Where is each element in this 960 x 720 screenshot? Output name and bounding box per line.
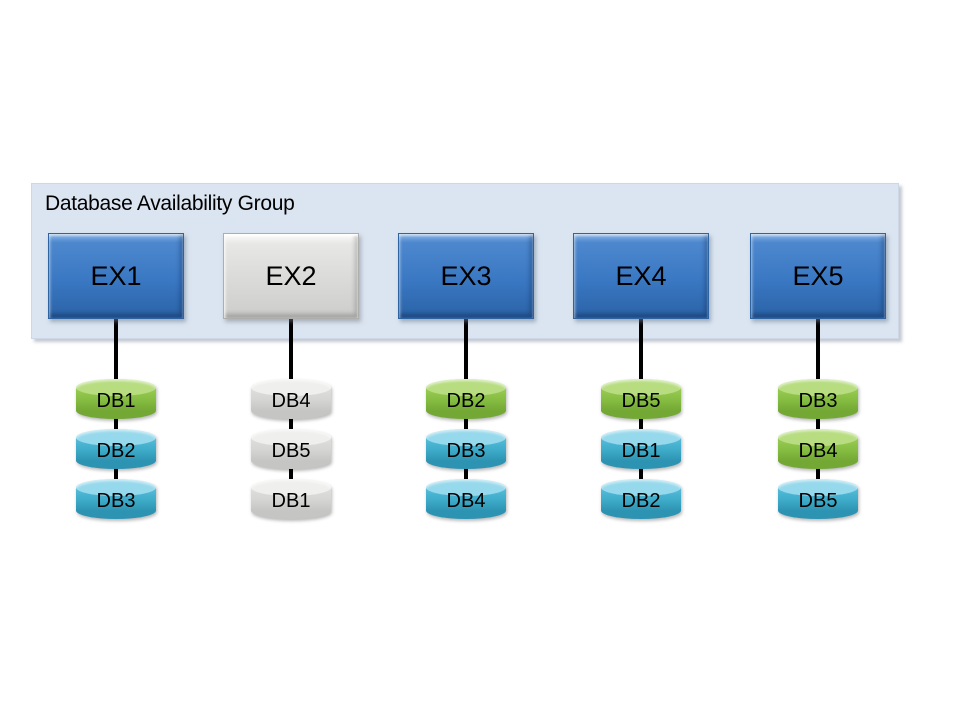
cylinder-top — [601, 379, 681, 396]
cylinder-top — [778, 429, 858, 446]
cylinder-top — [778, 479, 858, 496]
cylinder-top — [426, 379, 506, 396]
cylinder-top — [76, 429, 156, 446]
db-cylinder: DB2 — [601, 479, 681, 519]
db-label: DB5 — [621, 390, 661, 412]
db-label: DB4 — [446, 490, 486, 512]
db-cylinder: DB3 — [778, 379, 858, 419]
server-label: EX4 — [615, 260, 667, 291]
db-cylinder: DB4 — [778, 429, 858, 469]
db-cylinder: DB2 — [76, 429, 156, 469]
cylinder-top — [426, 429, 506, 446]
db-label: DB2 — [621, 490, 661, 512]
db-cylinder: DB5 — [778, 479, 858, 519]
cylinder-top — [251, 479, 331, 496]
db-cylinder: DB2 — [426, 379, 506, 419]
db-cylinder: DB4 — [426, 479, 506, 519]
db-label: DB5 — [271, 440, 311, 462]
db-label: DB2 — [96, 440, 136, 462]
db-label: DB2 — [446, 390, 486, 412]
server-label: EX2 — [265, 260, 317, 291]
server-label: EX1 — [90, 260, 142, 291]
db-cylinder: DB1 — [601, 429, 681, 469]
db-cylinder: DB1 — [76, 379, 156, 419]
db-label: DB4 — [271, 390, 311, 412]
cylinder-top — [778, 379, 858, 396]
server-column-ex1: EX1 DB1 DB2 DB3 — [48, 233, 184, 523]
server-column-ex3: EX3 DB2 DB3 DB4 — [398, 233, 534, 523]
server-node-ex2: EX2 — [223, 233, 359, 319]
server-node-ex3: EX3 — [398, 233, 534, 319]
db-label: DB3 — [798, 390, 838, 412]
server-node-ex4: EX4 — [573, 233, 709, 319]
db-cylinder: DB4 — [251, 379, 331, 419]
db-cylinder: DB5 — [601, 379, 681, 419]
cylinder-top — [251, 429, 331, 446]
dag-title: Database Availability Group — [45, 192, 295, 215]
db-cylinder: DB3 — [426, 429, 506, 469]
cylinder-top — [76, 479, 156, 496]
server-label: EX5 — [792, 260, 844, 291]
server-node-ex1: EX1 — [48, 233, 184, 319]
server-column-ex4: EX4 DB5 DB1 DB2 — [573, 233, 709, 523]
server-node-ex5: EX5 — [750, 233, 886, 319]
db-label: DB4 — [798, 440, 838, 462]
db-label: DB3 — [96, 490, 136, 512]
cylinder-top — [76, 379, 156, 396]
db-cylinder: DB3 — [76, 479, 156, 519]
cylinder-top — [601, 429, 681, 446]
server-column-ex2: EX2 DB4 DB5 DB1 — [223, 233, 359, 523]
db-label: DB5 — [798, 490, 838, 512]
db-cylinder: DB5 — [251, 429, 331, 469]
db-label: DB1 — [621, 440, 661, 462]
cylinder-top — [426, 479, 506, 496]
cylinder-top — [601, 479, 681, 496]
db-label: DB1 — [271, 490, 311, 512]
server-label: EX3 — [440, 260, 492, 291]
cylinder-top — [251, 379, 331, 396]
db-label: DB3 — [446, 440, 486, 462]
db-label: DB1 — [96, 390, 136, 412]
db-cylinder: DB1 — [251, 479, 331, 519]
server-column-ex5: EX5 DB3 DB4 DB5 — [750, 233, 886, 523]
